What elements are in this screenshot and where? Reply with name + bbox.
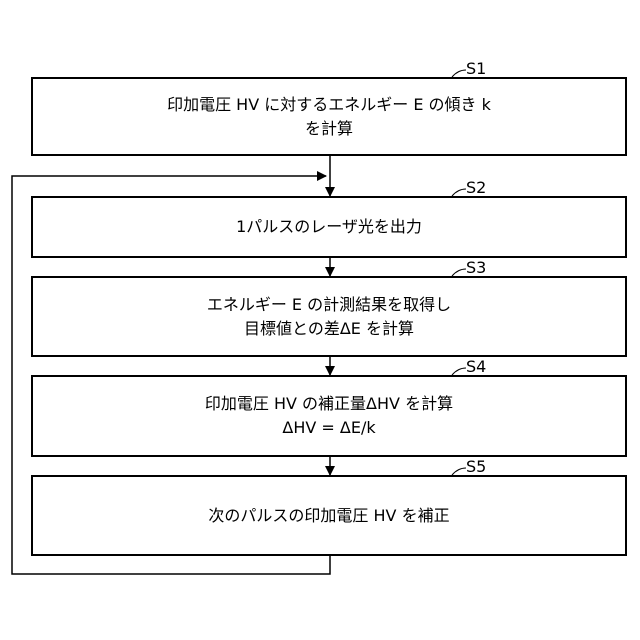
step-label-s4: S4 (466, 358, 486, 376)
step-box-s4: 印加電圧 HV の補正量ΔHV を計算 ΔHV = ΔE/k (31, 375, 627, 457)
label-leader-s3 (452, 269, 466, 276)
step-label-s3: S3 (466, 259, 486, 277)
step-s4-text-line-1: 印加電圧 HV の補正量ΔHV を計算 (205, 392, 453, 416)
step-box-s3: エネルギー E の計測結果を取得し 目標値との差ΔE を計算 (31, 276, 627, 357)
step-s3-text-line-1: エネルギー E の計測結果を取得し (207, 293, 451, 317)
step-label-s5: S5 (466, 458, 486, 476)
label-leader-s1 (452, 70, 466, 77)
step-label-s2: S2 (466, 179, 486, 197)
step-s3-text-line-2: 目標値との差ΔE を計算 (244, 317, 414, 341)
label-leader-s2 (452, 189, 466, 196)
label-leader-s5 (452, 468, 466, 475)
step-s1-text-line-2: を計算 (305, 117, 353, 141)
step-s5-text-line-1: 次のパルスの印加電圧 HV を補正 (208, 504, 449, 528)
step-label-s1: S1 (466, 60, 486, 78)
step-box-s1: 印加電圧 HV に対するエネルギー E の傾き k を計算 (31, 77, 627, 156)
step-box-s2: 1パルスのレーザ光を出力 (31, 196, 627, 258)
step-s1-text-line-1: 印加電圧 HV に対するエネルギー E の傾き k (167, 93, 491, 117)
step-box-s5: 次のパルスの印加電圧 HV を補正 (31, 475, 627, 556)
step-s4-text-line-2: ΔHV = ΔE/k (282, 416, 375, 440)
label-leader-s4 (452, 368, 466, 375)
step-s2-text-line-1: 1パルスのレーザ光を出力 (236, 215, 422, 239)
